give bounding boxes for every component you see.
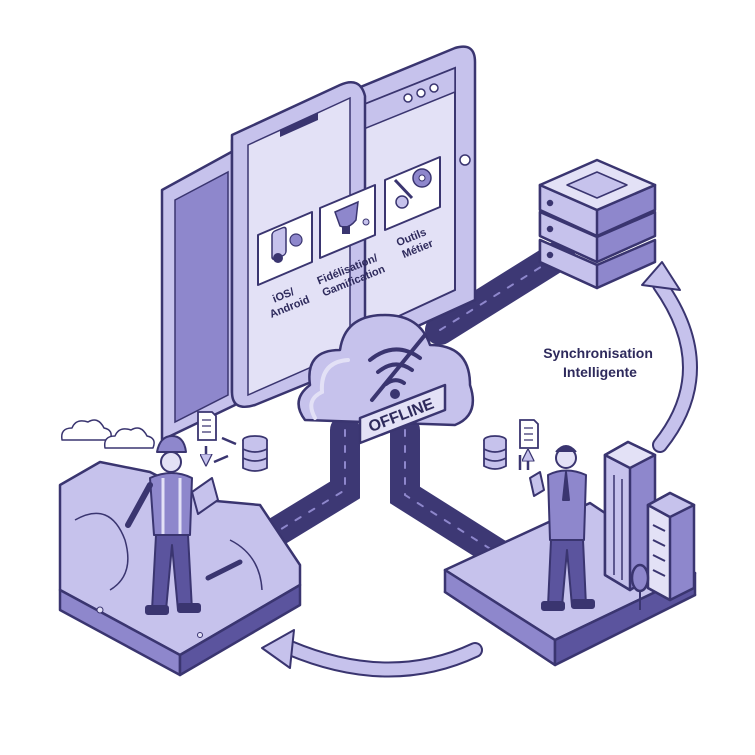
device-stack: iOS/ Android Fidélisation/ Gamification bbox=[160, 45, 477, 442]
city-sync-icons bbox=[483, 419, 539, 470]
small-cloud-icon bbox=[60, 419, 112, 441]
gears-tools-icon bbox=[393, 168, 432, 209]
offline-cloud: OFFLINE bbox=[297, 313, 475, 445]
module-card-platforms: iOS/ Android bbox=[257, 211, 313, 321]
sync-arrows-icon bbox=[518, 455, 528, 470]
wifi-off-icon bbox=[368, 333, 427, 402]
sync-label-line2: Intelligente bbox=[563, 364, 637, 380]
database-icon bbox=[483, 435, 507, 470]
home-button-icon bbox=[459, 154, 471, 166]
sync-arrows-icon bbox=[206, 436, 237, 462]
apartment-building bbox=[646, 491, 696, 602]
trophy-icon bbox=[334, 200, 370, 234]
mobile-platform-icon bbox=[271, 226, 303, 263]
server-stack bbox=[538, 158, 657, 290]
worker-sync-icons bbox=[197, 411, 268, 472]
user-phone bbox=[529, 471, 545, 497]
sync-arrowhead-down bbox=[261, 629, 295, 669]
small-cloud-icon bbox=[103, 427, 155, 449]
sync-arrows bbox=[261, 261, 698, 678]
worker-tablet bbox=[191, 477, 219, 515]
worker-helmet bbox=[156, 435, 187, 453]
city-site bbox=[443, 440, 697, 667]
tree-icon bbox=[630, 563, 650, 610]
svg-text:Synchronisation Intelligen: Synchronisation Intelligente bbox=[543, 345, 657, 380]
wrench-icon bbox=[205, 559, 243, 581]
field-worker bbox=[125, 435, 219, 615]
database-icon bbox=[242, 435, 268, 472]
data-cables bbox=[240, 240, 575, 570]
sync-label-line1: Synchronisation bbox=[543, 345, 653, 361]
business-user bbox=[529, 445, 595, 611]
sync-arrowhead-up bbox=[641, 261, 681, 291]
